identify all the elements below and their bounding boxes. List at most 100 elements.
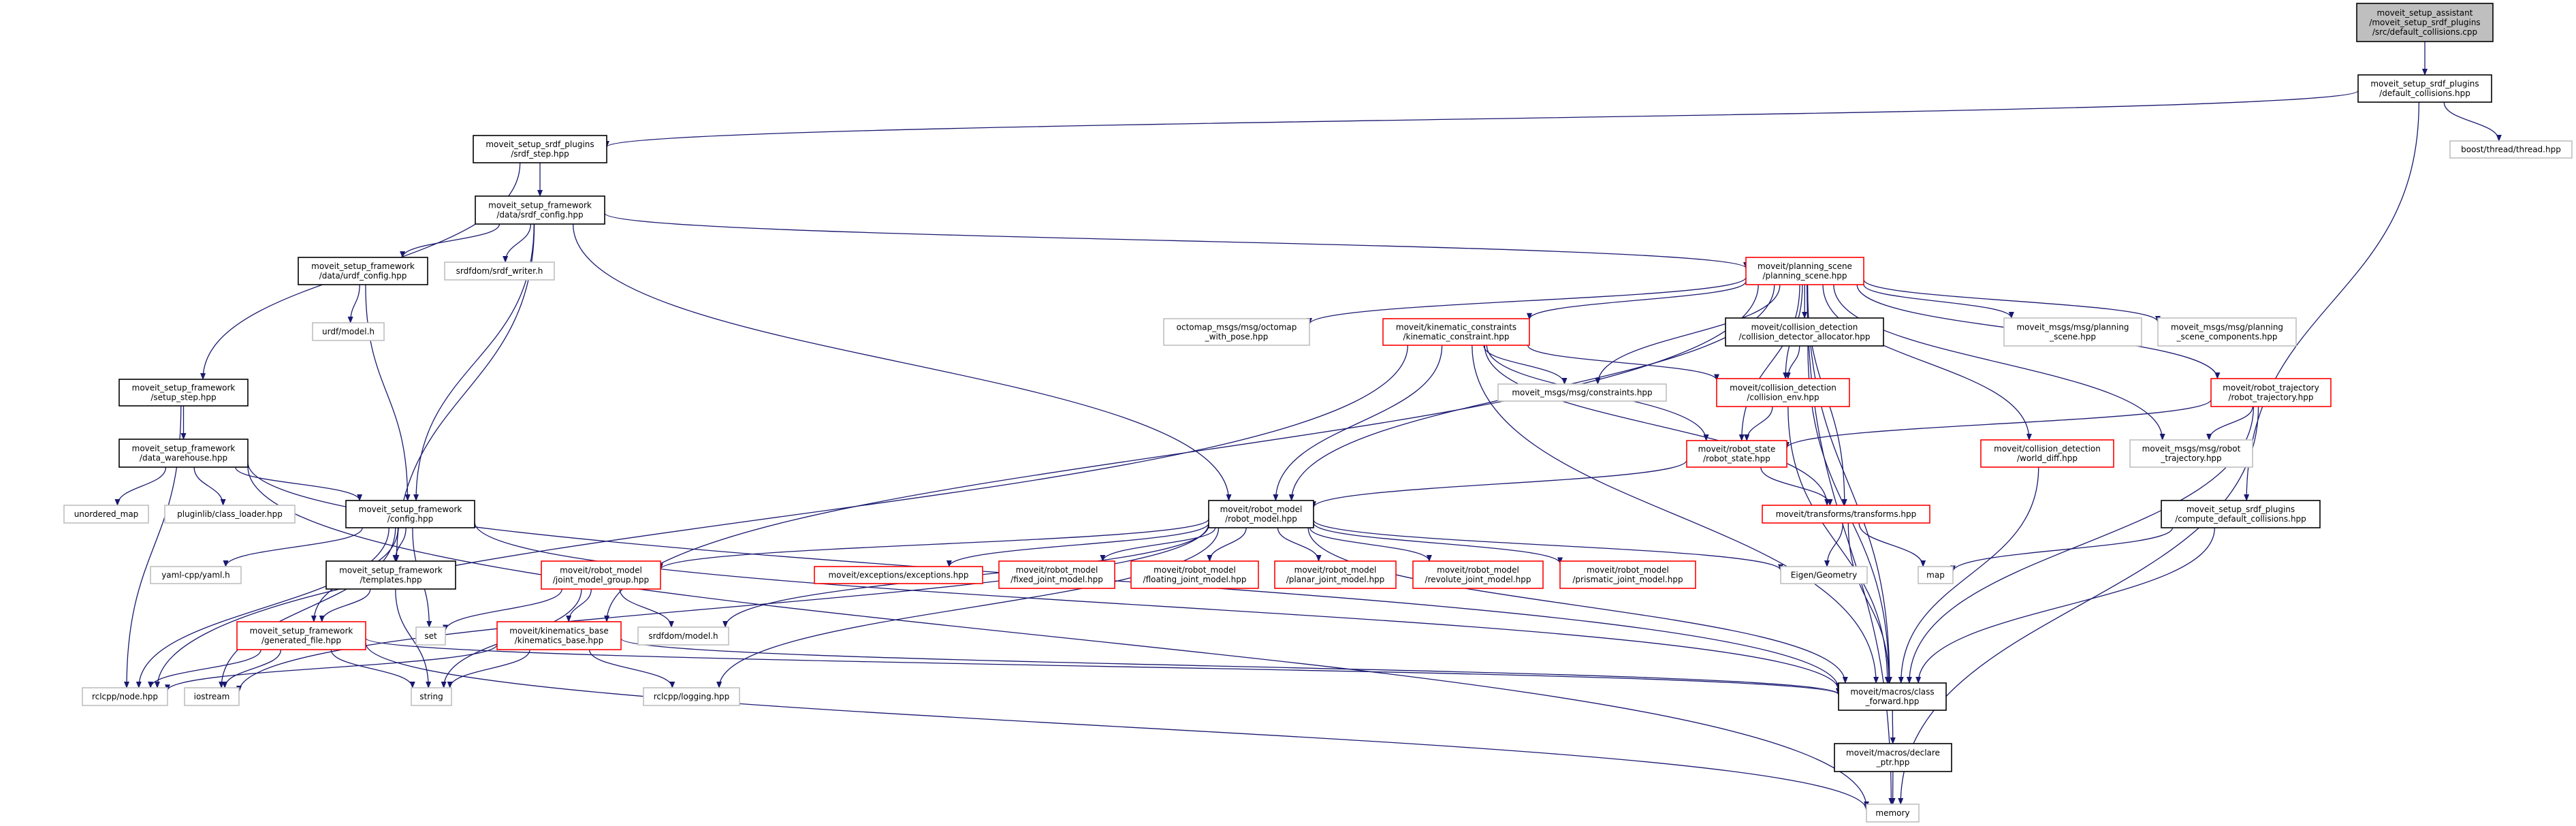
node-label-line: /generated_file.hpp <box>261 636 341 646</box>
node-config[interactable]: moveit_setup_framework/config.hpp <box>345 500 475 528</box>
node-label-line: /robot_model.hpp <box>1225 514 1297 524</box>
node-boost-thread: boost/thread/thread.hpp <box>2449 140 2573 159</box>
node-box[interactable] <box>1725 317 1884 347</box>
edge-arrow-planning_scene-to-msgs_robot_trajectory <box>1833 284 2165 441</box>
node-box[interactable] <box>2161 500 2321 528</box>
node-robot-trajectory[interactable]: moveit/robot_trajectory/robot_trajectory… <box>2210 378 2332 407</box>
node-exceptions[interactable]: moveit/exceptions/exceptions.hpp <box>814 566 983 584</box>
edge-arrow-generated_file-to-iostream <box>222 649 282 688</box>
node-declare-ptr[interactable]: moveit/macros/declare_ptr.hpp <box>1834 743 1952 772</box>
edge-arrow-robot_model-to-floating_joint <box>1207 527 1247 562</box>
node-fixed-joint[interactable]: moveit/robot_model/fixed_joint_model.hpp <box>998 560 1115 589</box>
node-label-line: moveit/robot_model <box>1154 565 1236 575</box>
node-label-line: moveit_setup_framework <box>339 566 443 575</box>
node-templates[interactable]: moveit_setup_framework/templates.hpp <box>325 560 456 590</box>
node-label-line: moveit/robot_model <box>1587 565 1669 575</box>
node-box[interactable] <box>1559 560 1696 589</box>
node-box[interactable] <box>2357 74 2492 103</box>
node-label-line: /robot_state.hpp <box>1703 454 1770 464</box>
node-compute-default-collisions[interactable]: moveit_setup_srdf_plugins/compute_defaul… <box>2161 500 2321 528</box>
node-label-line: moveit_setup_srdf_plugins <box>2187 505 2295 514</box>
edge-arrow-default_collisions-to-boost_thread <box>2443 101 2502 142</box>
node-box[interactable] <box>298 257 428 285</box>
node-box[interactable] <box>1208 500 1314 528</box>
node-box[interactable] <box>1130 560 1259 589</box>
node-box[interactable] <box>814 566 983 584</box>
node-box[interactable] <box>1762 505 1930 524</box>
node-box[interactable] <box>118 379 249 407</box>
node-box[interactable] <box>118 439 249 468</box>
node-srdf-config[interactable]: moveit_setup_framework/data/srdf_config.… <box>475 195 605 225</box>
node-box[interactable] <box>1382 318 1530 346</box>
node-box <box>63 505 149 524</box>
node-box[interactable] <box>1980 439 2114 468</box>
node-label-line: moveit_setup_framework <box>488 201 592 210</box>
node-box <box>2003 317 2142 347</box>
node-box[interactable] <box>1838 682 1947 711</box>
node-box[interactable] <box>496 621 622 650</box>
node-generated-file[interactable]: moveit_setup_framework/generated_file.hp… <box>236 621 366 650</box>
node-box[interactable] <box>236 621 366 650</box>
node-box[interactable] <box>541 560 661 590</box>
node-data-warehouse[interactable]: moveit_setup_framework/data_warehouse.hp… <box>118 439 249 468</box>
node-floating-joint[interactable]: moveit/robot_model/floating_joint_model.… <box>1130 560 1259 589</box>
node-collision-env[interactable]: moveit/collision_detection/collision_env… <box>1716 378 1850 407</box>
node-box[interactable] <box>473 135 607 163</box>
node-box <box>164 505 296 524</box>
edge-arrow-default_collisions-to-compute_default_collisions <box>2244 101 2419 501</box>
node-label-line: /fixed_joint_model.hpp <box>1011 575 1103 584</box>
node-box[interactable] <box>475 195 605 225</box>
node-class-forward[interactable]: moveit/macros/class_forward.hpp <box>1838 682 1947 711</box>
node-planar-joint[interactable]: moveit/robot_model/planar_joint_model.hp… <box>1274 560 1397 589</box>
node-planning-scene[interactable]: moveit/planning_scene/planning_scene.hpp <box>1745 257 1864 285</box>
node-robot-model[interactable]: moveit/robot_model/robot_model.hpp <box>1208 500 1314 528</box>
node-box[interactable] <box>1274 560 1397 589</box>
node-robot-state[interactable]: moveit/robot_state/robot_state.hpp <box>1686 440 1787 468</box>
node-srdf-step[interactable]: moveit_setup_srdf_plugins/srdf_step.hpp <box>473 135 607 163</box>
node-prismatic-joint[interactable]: moveit/robot_model/prismatic_joint_model… <box>1559 560 1696 589</box>
node-box[interactable] <box>325 560 456 590</box>
node-label-line: /compute_default_collisions.hpp <box>2175 514 2306 524</box>
node-box[interactable] <box>1745 257 1864 285</box>
node-joint-model-group[interactable]: moveit/robot_model/joint_model_group.hpp <box>541 560 661 590</box>
edge-arrow-collision_env-to-robot_state <box>1744 406 1773 441</box>
edge-arrow-robot_model-to-class_forward <box>1307 527 1848 684</box>
node-box[interactable] <box>1834 743 1952 772</box>
node-memory: memory <box>1866 804 1920 823</box>
node-constraints: moveit_msgs/msg/constraints.hpp <box>1497 383 1667 402</box>
node-cd-allocator[interactable]: moveit/collision_detection/collision_det… <box>1725 317 1884 347</box>
edge-arrow-world_diff-to-class_forward <box>1898 466 2039 684</box>
node-label-line: moveit_setup_srdf_plugins <box>486 140 594 149</box>
node-main[interactable]: moveit_setup_assistant/moveit_setup_srdf… <box>2356 3 2494 42</box>
node-default-collisions[interactable]: moveit_setup_srdf_plugins/default_collis… <box>2357 74 2492 103</box>
edge-arrow-generated_file-to-rclcpp_node <box>148 649 261 688</box>
node-box[interactable] <box>1412 560 1544 589</box>
node-world-diff[interactable]: moveit/collision_detection/world_diff.hp… <box>1980 439 2114 468</box>
node-label-line: srdfdom/srdf_writer.h <box>456 266 543 276</box>
node-box[interactable] <box>1686 440 1787 468</box>
node-label-line: moveit_setup_framework <box>132 383 236 393</box>
edge-arrow-planning_scene-to-kinematic_constraint <box>1527 281 1747 320</box>
node-kinematics-base[interactable]: moveit/kinematics_base/kinematics_base.h… <box>496 621 622 650</box>
edge-arrow-kinematic_constraint-to-robot_model <box>1273 345 1443 501</box>
node-yaml: yaml-cpp/yaml.h <box>150 566 242 584</box>
node-label-line: /default_collisions.hpp <box>2379 89 2470 98</box>
node-transforms[interactable]: moveit/transforms/transforms.hpp <box>1762 505 1930 524</box>
node-box[interactable] <box>2356 3 2494 42</box>
node-box[interactable] <box>2210 378 2332 407</box>
node-rclcpp-node: rclcpp/node.hpp <box>82 687 168 706</box>
node-setup-step[interactable]: moveit_setup_framework/setup_step.hpp <box>118 379 249 407</box>
node-box[interactable] <box>998 560 1115 589</box>
node-box[interactable] <box>345 500 475 528</box>
node-octomap: octomap_msgs/msg/octomap_with_pose.hpp <box>1163 318 1310 346</box>
node-box <box>2129 439 2253 468</box>
edge-arrow-robot_model-to-logging <box>716 527 1220 688</box>
edge-arrow-planning_scene-to-robot_state <box>1738 284 1800 441</box>
node-urdf-config[interactable]: moveit_setup_framework/data/urdf_config.… <box>298 257 428 285</box>
node-kinematic-constraint[interactable]: moveit/kinematic_constraints/kinematic_c… <box>1382 318 1530 346</box>
node-box[interactable] <box>1716 378 1850 407</box>
edge-arrow-planning_scene-to-octomap <box>1307 277 1747 325</box>
node-revolute-joint[interactable]: moveit/robot_model/revolute_joint_model.… <box>1412 560 1544 589</box>
edge-arrow-compute_default_collisions-to-map <box>1950 527 2174 573</box>
node-label-line: moveit/robot_state <box>1698 445 1776 454</box>
